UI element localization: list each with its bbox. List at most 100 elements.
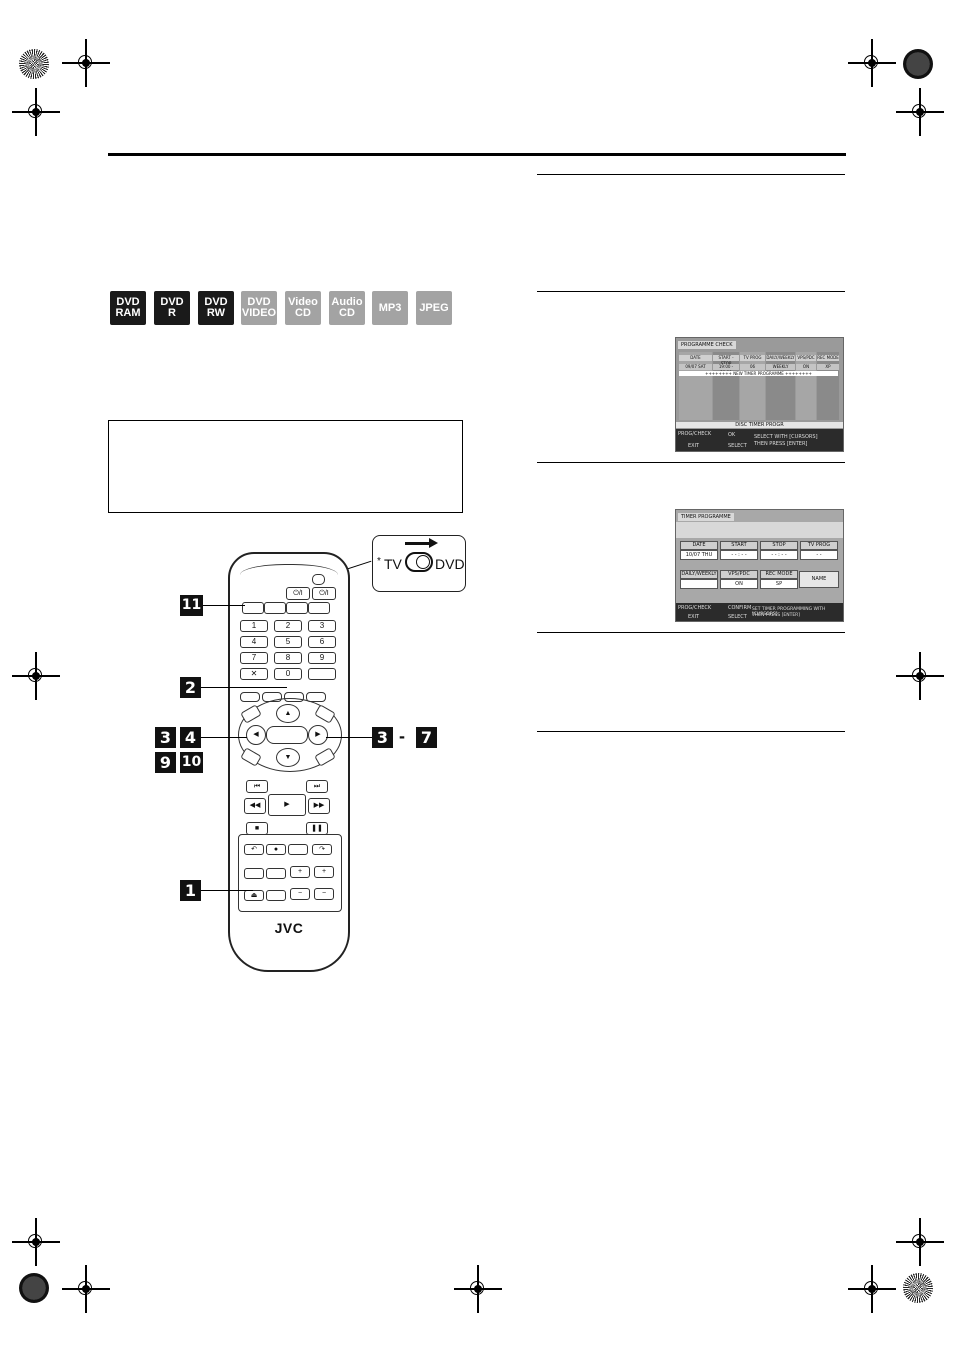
volume-down-button[interactable]: − [290,888,310,900]
digit-key[interactable]: 8 [274,652,302,664]
power-button-dvd[interactable]: ⏻/I [312,587,336,600]
step-3-7-line [326,737,372,739]
skip-back-button[interactable]: ⏮ [246,780,268,793]
switch-knob [416,555,430,569]
programme-cell: XP [817,364,839,370]
switch-mark: * [377,556,381,567]
eject-button[interactable]: ⏏ [244,890,264,901]
digit-key[interactable]: 6 [308,636,336,648]
programme-column [713,352,739,420]
function-button[interactable] [242,602,264,614]
volume-up-button[interactable]: + [290,866,310,878]
digit-key[interactable]: 0 [274,668,302,680]
programme-header-cell: START - STOP [713,355,739,366]
step-2-line [201,687,287,689]
power-button-tv[interactable]: ⏻/I [286,587,310,600]
key-prog-check: PROG/CHECK [678,605,712,611]
timer-field-value[interactable]: ON [720,579,758,589]
step-34-line [201,737,247,739]
step-1-marker: 1 [180,880,201,901]
lower-button[interactable] [288,844,308,855]
cancel-key[interactable]: ✕ [240,668,268,680]
key-confirm: CONFIRM [728,605,752,611]
timer-field-value[interactable] [680,579,718,589]
disc-icon-label: DVD VIDEO [241,296,277,319]
fast-forward-button[interactable]: ▶▶ [308,798,330,814]
screen-title: TIMER PROGRAMME [678,513,734,521]
key-select: SELECT [728,443,747,449]
programme-cell: ON [796,364,816,370]
timer-field-label: STOP [760,541,798,550]
colour-button[interactable] [240,692,260,702]
timer-field-value[interactable]: - - [800,550,838,560]
function-button[interactable] [308,602,330,614]
switch-arrow-icon [405,542,433,545]
registration-star-bottom-left [19,1273,49,1303]
programme-cell: 06 [740,364,765,370]
header-rule [108,153,846,156]
function-button[interactable] [264,602,286,614]
programme-column [796,352,816,420]
enter-button[interactable] [266,726,308,744]
rewind-button[interactable]: ◀◀ [244,798,266,814]
up-arrow-button[interactable]: ▲ [276,704,300,723]
programme-column [817,352,839,420]
disc-icon-label: DVD R [160,296,184,319]
step-rule [537,462,845,463]
digit-key[interactable]: 2 [274,620,302,632]
disc-icon: Video CD [285,291,321,325]
screen-key-bar: PROG/CHECK EXIT CONFIRM SELECT SET TIMER… [676,603,843,621]
switch-slider[interactable] [405,552,433,572]
function-button[interactable] [286,602,308,614]
disc-icon: Audio CD [329,291,365,325]
disc-icon: DVD RW [198,291,234,325]
disc-icon: JPEG [416,291,452,325]
down-arrow-button[interactable]: ▼ [276,748,300,767]
back-button[interactable]: ↶ [244,844,264,855]
switch-arrow-head [429,538,438,548]
step-7-marker: 7 [416,727,437,748]
digit-key[interactable]: 9 [308,652,336,664]
blank-key[interactable] [308,668,336,680]
crosshair-icon [454,1265,502,1313]
play-button[interactable]: ▶ [268,794,306,816]
programme-header-cell: TV PROG [740,355,765,361]
programme-header-cell: DAILY/WEEKLY [766,355,795,361]
tv-dvd-slide[interactable] [312,574,325,585]
switch-dvd-label: DVD [435,556,465,572]
skip-forward-button[interactable]: ⏭ [306,780,328,793]
record-button[interactable]: ● [266,844,286,855]
channel-up-button[interactable]: + [314,866,334,878]
digit-key[interactable]: 1 [240,620,268,632]
digit-key[interactable]: 4 [240,636,268,648]
digit-key[interactable]: 5 [274,636,302,648]
registration-star-top-right [903,49,933,79]
registration-star-top-left [19,49,49,79]
new-timer-row: ++++++++ NEW TIMER PROGRAMME ++++++++ [679,371,838,376]
disc-icon: DVD VIDEO [241,291,277,325]
right-arrow-button[interactable]: ▶ [308,725,328,745]
mute-button[interactable] [266,890,286,901]
digit-key[interactable]: 3 [308,620,336,632]
step-11-marker: 11 [180,595,203,616]
left-arrow-button[interactable]: ◀ [246,725,266,745]
step-rule [537,632,845,633]
forward-button[interactable]: ↷ [312,844,332,855]
lower-button[interactable] [266,868,286,879]
crosshair-icon [62,39,110,87]
disc-icon-label: JPEG [419,301,449,314]
disc-icon: DVD R [154,291,190,325]
timer-field-value[interactable]: - - : - - [720,550,758,560]
timer-field-value[interactable]: 10/07 THU [680,550,718,560]
name-field: NAME [799,571,839,588]
lower-button[interactable] [244,868,264,879]
key-exit: EXIT [688,443,700,449]
screen-hint-2: THEN PRESS [ENTER] [752,613,801,618]
disc-icon-label: DVD RAM [115,296,141,319]
digit-key[interactable]: 7 [240,652,268,664]
screen-key-bar: PROG/CHECK EXIT OK SELECT SELECT WITH [C… [676,429,843,451]
timer-field-value[interactable]: - - : - - [760,550,798,560]
timer-field-value[interactable]: SP [760,579,798,589]
colour-button[interactable] [306,692,326,702]
channel-down-button[interactable]: − [314,888,334,900]
